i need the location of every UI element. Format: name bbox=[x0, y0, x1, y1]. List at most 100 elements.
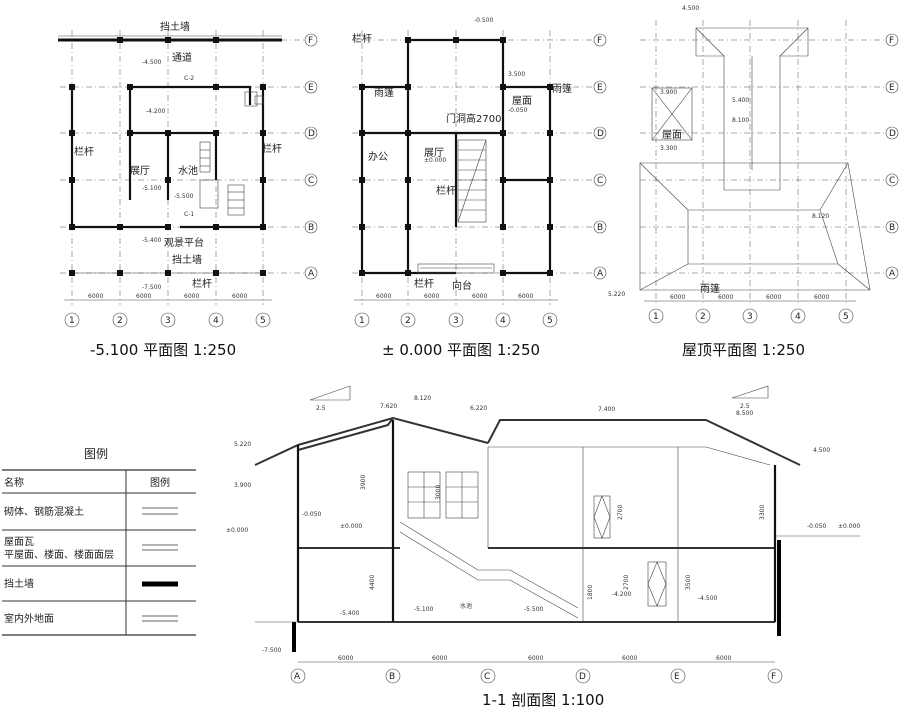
svg-text:6000: 6000 bbox=[136, 293, 151, 300]
section-1-1: 2.5 2.5 7.620 8.120 6.220 7.400 8.500 5.… bbox=[226, 385, 860, 709]
svg-text:3500: 3500 bbox=[685, 575, 692, 590]
plan3-dims: 6000 6000 6000 6000 bbox=[644, 294, 856, 302]
plan2-row-axes: F E D C B A bbox=[593, 33, 607, 280]
svg-text:6000: 6000 bbox=[766, 294, 781, 301]
svg-text:F: F bbox=[889, 36, 894, 46]
plan2-level-3: -0.050 bbox=[508, 107, 528, 114]
svg-text:5.220: 5.220 bbox=[234, 441, 251, 448]
svg-text:2.5: 2.5 bbox=[316, 405, 326, 412]
svg-text:2: 2 bbox=[405, 316, 411, 326]
plan2-office: 办公 bbox=[368, 150, 388, 163]
legend-header-name: 名称 bbox=[4, 476, 24, 489]
plan2-roof: 屋面 bbox=[512, 95, 532, 107]
plan1-level-6: -7.500 bbox=[142, 284, 162, 291]
svg-text:C: C bbox=[308, 176, 314, 186]
plan2-terrace: 向台 bbox=[452, 279, 472, 292]
svg-text:7.620: 7.620 bbox=[380, 403, 397, 410]
svg-text:D: D bbox=[308, 129, 315, 139]
svg-text:6000: 6000 bbox=[716, 655, 731, 662]
plan2-railing-bottom: 栏杆 bbox=[414, 277, 434, 290]
svg-text:-0.050: -0.050 bbox=[302, 511, 322, 518]
svg-text:8.500: 8.500 bbox=[736, 410, 753, 417]
section-door-1 bbox=[593, 495, 611, 539]
svg-text:3900: 3900 bbox=[360, 475, 367, 490]
legend-title: 图例 bbox=[84, 447, 108, 461]
svg-text:A: A bbox=[308, 269, 315, 279]
section-pool-label: 水池 bbox=[460, 602, 472, 610]
plan1-level-3: -5.100 bbox=[142, 185, 162, 192]
svg-text:3: 3 bbox=[165, 316, 171, 326]
plan1-railing-right: 栏杆 bbox=[262, 142, 282, 155]
svg-text:6000: 6000 bbox=[472, 293, 487, 300]
svg-text:B: B bbox=[308, 223, 314, 233]
legend-header-symbol: 图例 bbox=[150, 476, 170, 489]
svg-text:F: F bbox=[308, 36, 313, 46]
svg-text:4400: 4400 bbox=[369, 575, 376, 590]
plan1-dims: 6000 6000 6000 6000 bbox=[64, 293, 272, 301]
svg-text:3: 3 bbox=[747, 312, 753, 322]
svg-text:6000: 6000 bbox=[432, 655, 447, 662]
svg-text:±0.000: ±0.000 bbox=[226, 527, 248, 534]
svg-text:6000: 6000 bbox=[622, 655, 637, 662]
section-roof-left bbox=[254, 416, 489, 466]
svg-text:4: 4 bbox=[795, 312, 801, 322]
svg-text:6000: 6000 bbox=[376, 293, 391, 300]
plan2-level-1: ±0.000 bbox=[424, 157, 446, 164]
plan3-title: 屋顶平面图 1:250 bbox=[682, 341, 805, 359]
plan1-level-1: -4.500 bbox=[142, 59, 162, 66]
svg-text:4: 4 bbox=[500, 316, 506, 326]
plan1-level-2: -4.200 bbox=[146, 108, 166, 115]
svg-text:5: 5 bbox=[843, 312, 849, 322]
svg-text:D: D bbox=[579, 672, 586, 682]
plan1-title: -5.100 平面图 1:250 bbox=[90, 341, 236, 359]
plan1-railing-bottom: 栏杆 bbox=[192, 277, 212, 290]
svg-text:1800: 1800 bbox=[587, 585, 594, 600]
svg-text:E: E bbox=[597, 83, 603, 93]
svg-text:C: C bbox=[889, 176, 895, 186]
section-stair bbox=[399, 521, 579, 609]
svg-text:3: 3 bbox=[453, 316, 459, 326]
section-title: 1-1 剖面图 1:100 bbox=[482, 691, 604, 709]
svg-text:4: 4 bbox=[213, 316, 219, 326]
plan2-railing-top: 栏杆 bbox=[352, 32, 372, 45]
plan3-roof-outline bbox=[639, 27, 871, 291]
svg-text:-0.050: -0.050 bbox=[807, 523, 827, 530]
plan1-retaining-wall-top: 挡土墙 bbox=[160, 20, 190, 33]
plan3-level-6: 8.120 bbox=[812, 213, 829, 220]
legend-row-1: 砌体、钢筋混凝土 bbox=[4, 505, 84, 518]
svg-text:B: B bbox=[597, 223, 603, 233]
svg-text:A: A bbox=[597, 269, 604, 279]
svg-text:D: D bbox=[889, 129, 896, 139]
svg-text:-5.500: -5.500 bbox=[524, 606, 544, 613]
svg-text:6000: 6000 bbox=[232, 293, 247, 300]
svg-text:6000: 6000 bbox=[814, 294, 829, 301]
svg-text:B: B bbox=[889, 223, 895, 233]
svg-text:2700: 2700 bbox=[623, 575, 630, 590]
section-slope-right bbox=[731, 385, 769, 399]
section-roof-right bbox=[487, 419, 801, 466]
svg-text:6000: 6000 bbox=[718, 294, 733, 301]
plan2-level-4: -0.500 bbox=[474, 17, 494, 24]
svg-text:6000: 6000 bbox=[424, 293, 439, 300]
svg-text:E: E bbox=[674, 672, 680, 682]
svg-text:-7.500: -7.500 bbox=[262, 647, 282, 654]
plan-minus-5100: 挡土墙 通道 栏杆 展厅 水池 栏杆 观景平台 挡土墙 栏杆 -4.500 -4… bbox=[58, 20, 318, 359]
plan1-pool: 水池 bbox=[178, 164, 198, 177]
plan2-title: ± 0.000 平面图 1:250 bbox=[382, 341, 540, 359]
svg-text:5: 5 bbox=[547, 316, 553, 326]
svg-text:1: 1 bbox=[359, 316, 365, 326]
plan2-walls bbox=[360, 38, 552, 275]
svg-text:4.500: 4.500 bbox=[813, 447, 830, 454]
plan2-railing-mid: 栏杆 bbox=[436, 184, 456, 197]
svg-text:-4.200: -4.200 bbox=[612, 591, 632, 598]
plan3-col-axes: 1 2 3 4 5 bbox=[648, 308, 854, 324]
plan3-level-3: 8.100 bbox=[732, 117, 749, 124]
svg-text:2700: 2700 bbox=[617, 505, 624, 520]
plan1-code-c2: C-2 bbox=[184, 75, 194, 82]
svg-text:-4.500: -4.500 bbox=[698, 595, 718, 602]
svg-text:C: C bbox=[597, 176, 603, 186]
svg-text:1: 1 bbox=[69, 316, 75, 326]
plan1-platform: 观景平台 bbox=[164, 236, 204, 249]
plan1-passage: 通道 bbox=[172, 51, 192, 64]
svg-text:6000: 6000 bbox=[528, 655, 543, 662]
